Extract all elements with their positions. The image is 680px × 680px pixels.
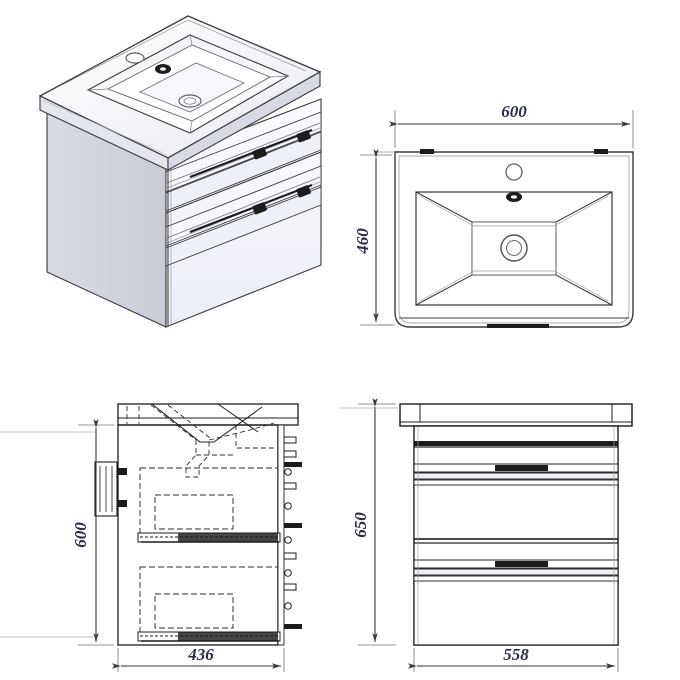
basin-rear-rim <box>61 19 307 86</box>
dimension-basin-width: 600 <box>389 102 634 148</box>
section-drawer-upper <box>139 467 279 535</box>
tap-hole-icon <box>125 52 145 64</box>
wall-bracket <box>94 461 127 517</box>
basin-bowl-iso <box>86 34 290 134</box>
mounting-bracket-right <box>594 149 608 154</box>
dimension-unit-height: 600 <box>71 419 114 646</box>
basin-plan-view: 600 460 <box>353 102 634 328</box>
dimension-basin-width-label: 600 <box>501 102 527 121</box>
dimension-basin-depth-label: 460 <box>353 228 372 255</box>
isometric-3d-view <box>38 15 322 328</box>
drawer-handle-lower <box>189 184 313 233</box>
section-slide-fixings <box>283 436 302 629</box>
elevation-top-shadow <box>414 441 618 446</box>
dimension-basin-depth: 460 <box>353 149 392 326</box>
dimension-unit-height-label: 600 <box>71 522 90 548</box>
basin-outline-inner <box>398 155 630 324</box>
drain-hole-icon <box>178 94 202 108</box>
overflow-hole-icon <box>155 64 171 74</box>
elevation-slab-seams <box>419 404 613 422</box>
section-drawer-upper-runner <box>137 532 281 543</box>
dimension-unit-depth-label: 436 <box>187 645 214 664</box>
elevation-handle-upper <box>495 465 548 471</box>
drain-hole-inner <box>505 239 523 257</box>
elevation-handle-lower <box>495 561 548 567</box>
side-section-view: 600 436 <box>0 403 302 672</box>
dimension-total-height-label: 650 <box>351 512 370 538</box>
tap-hole-icon <box>505 163 523 181</box>
section-drawer-lower-runner <box>137 631 281 642</box>
mounting-bracket-left <box>420 149 434 154</box>
dimension-unit-depth: 436 <box>112 645 285 672</box>
overflow-hole-inner <box>510 195 518 199</box>
elevation-drawer-lower <box>413 542 619 646</box>
dimension-total-height: 650 <box>351 398 396 646</box>
section-basin-slab <box>117 403 299 426</box>
section-drawer-lower <box>139 566 279 634</box>
drawer-divider <box>165 151 322 214</box>
drawer-handle-upper <box>189 129 313 178</box>
front-elevation-view: 650 558 <box>340 398 633 672</box>
dimension-cabinet-width-label: 558 <box>503 645 529 664</box>
elevation-basin-slab <box>399 403 633 427</box>
basin-front-bar <box>487 324 549 328</box>
dimension-cabinet-width: 558 <box>408 645 619 672</box>
elevation-drawer-upper <box>413 446 619 540</box>
